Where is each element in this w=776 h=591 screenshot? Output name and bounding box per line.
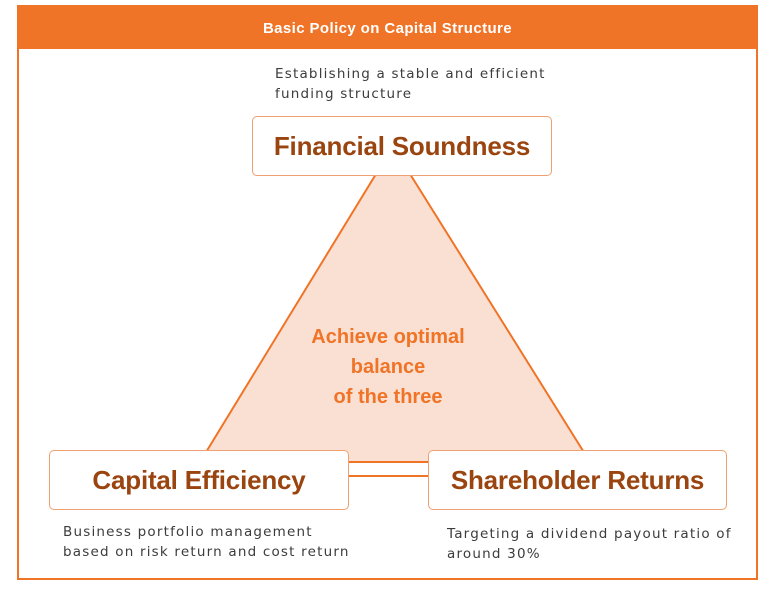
description-line: Targeting a dividend payout ratio of — [447, 526, 732, 542]
description-line: funding structure — [275, 86, 413, 102]
center-message: Achieve optimal balance of the three — [288, 322, 488, 412]
financial-soundness-label: Financial Soundness — [273, 130, 531, 161]
shareholder-returns-description: Targeting a dividend payout ratio of aro… — [447, 524, 732, 564]
shareholder-returns-label: Shareholder Returns — [450, 464, 705, 495]
capital-efficiency-label: Capital Efficiency — [92, 464, 306, 495]
capital-efficiency-description: Business portfolio management based on r… — [63, 522, 350, 562]
balance-triangle — [198, 173, 592, 463]
capital-efficiency-box: Capital Efficiency — [49, 450, 349, 510]
financial-soundness-description: Establishing a stable and efficient fund… — [275, 64, 546, 104]
shareholder-returns-box: Shareholder Returns — [428, 450, 727, 510]
description-line: based on risk return and cost return — [63, 544, 350, 560]
description-line: around 30% — [447, 546, 541, 562]
description-line: Establishing a stable and efficient — [275, 66, 546, 82]
description-line: Business portfolio management — [63, 524, 313, 540]
financial-soundness-box: Financial Soundness — [252, 116, 552, 176]
header-title: Basic Policy on Capital Structure — [262, 19, 513, 37]
diagram-header: Basic Policy on Capital Structure — [19, 7, 756, 49]
center-line-3: of the three — [333, 386, 443, 408]
center-line-1: Achieve optimal — [311, 326, 465, 348]
center-line-2: balance — [350, 356, 426, 378]
